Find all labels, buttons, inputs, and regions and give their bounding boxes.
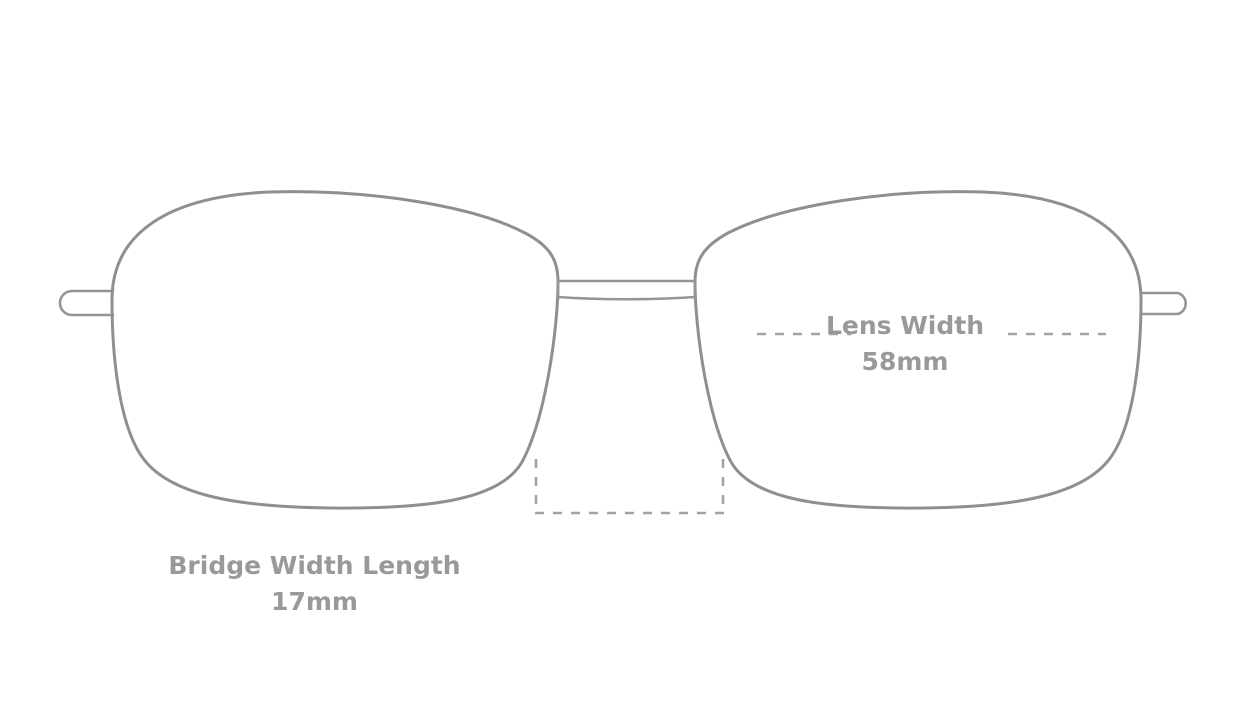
left-lens-rim [110,190,560,510]
nose-bridge-bottom-bar [556,295,697,301]
lens-width-label-title: Lens Width [825,311,985,340]
right-temple-hinge-icon [1139,291,1187,316]
lens-width-label-value: 58mm [861,346,949,376]
right-lens-rim [693,190,1143,510]
bridge-width-label-title: Bridge Width Length [168,551,461,580]
lens-width-label: Lens Width 58mm [0,308,1251,379]
bridge-width-label: Bridge Width Length 17mm [0,548,1251,619]
bridge-width-label-value: 17mm [271,586,358,616]
left-temple-hinge-icon [58,289,115,317]
